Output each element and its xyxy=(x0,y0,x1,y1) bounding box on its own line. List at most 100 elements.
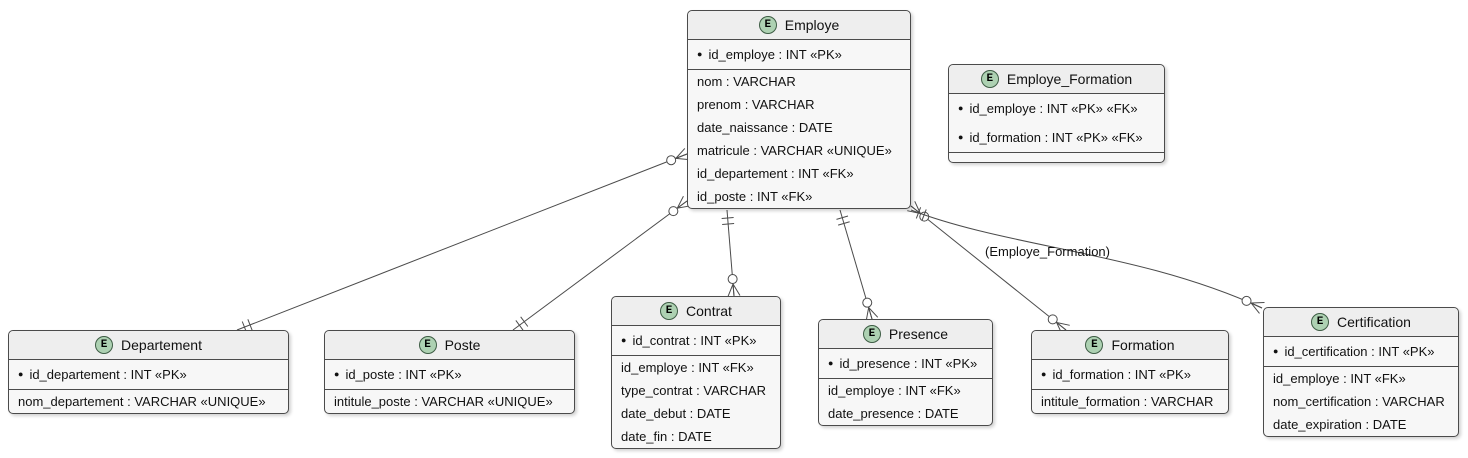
attribute-row: id_employe : INT «FK» xyxy=(1273,371,1406,386)
attribute-row: id_employe : INT «FK» xyxy=(621,360,754,375)
entity-badge-icon: E xyxy=(980,70,999,88)
key-row: ● id_employe : INT «PK» «FK» xyxy=(949,94,1164,123)
entity-key-section: ● id_employe : INT «PK» «FK» ●id_formation… xyxy=(949,94,1164,153)
entity-badge-icon: E xyxy=(862,325,881,343)
cardinality-marker xyxy=(675,153,688,159)
cardinality-marker xyxy=(1056,322,1070,326)
cardinality-marker xyxy=(676,195,684,209)
cardinality-marker xyxy=(915,207,922,219)
cardinality-marker xyxy=(838,221,850,226)
attribute-row: id_employe : INT «FK» xyxy=(828,383,961,398)
cardinality-marker xyxy=(732,283,735,297)
entity-title: Employe_Formation xyxy=(1006,71,1133,87)
pk-bullet-icon: ● xyxy=(18,369,24,379)
zero-circle-icon xyxy=(1241,295,1252,306)
entity-badge-icon: E xyxy=(758,16,777,34)
cardinality-marker xyxy=(865,307,870,321)
cardinality-marker xyxy=(1056,322,1067,331)
zero-circle-icon xyxy=(727,274,738,285)
entity-title: Contrat xyxy=(686,303,732,319)
pk-bullet-icon: ● xyxy=(621,335,627,345)
key-row: ●id_formation : INT «PK» «FK» xyxy=(949,123,1164,152)
attribute-row: prenom : VARCHAR xyxy=(697,97,815,112)
entity-attr-section: id_employe : INT «FK» type_contrat : VARC… xyxy=(612,356,780,448)
pk-bullet-icon: ● xyxy=(958,103,964,113)
cardinality-marker xyxy=(247,319,253,331)
key-attribute-text: id_certification : INT «PK» xyxy=(1284,344,1435,359)
entity-key-section: ● id_employe : INT «PK» xyxy=(688,40,910,70)
entity-certification[interactable]: E Certification ● id_certification : INT «P… xyxy=(1263,307,1459,437)
entity-key-section: ● id_certification : INT «PK» xyxy=(1264,337,1458,367)
entity-attr-section xyxy=(949,153,1164,162)
key-attribute-text: id_presence : INT «PK» xyxy=(839,356,978,371)
entity-departement[interactable]: E Departement ●id_departement : INT «PK» no… xyxy=(8,330,289,414)
relationship-employe-formation xyxy=(910,205,1067,331)
attribute-row: type_contrat : VARCHAR xyxy=(621,383,766,398)
pk-bullet-icon: ● xyxy=(958,132,964,142)
pk-bullet-icon: ● xyxy=(697,49,703,59)
entity-title: Presence xyxy=(888,326,949,342)
cardinality-marker xyxy=(868,307,873,320)
key-row: ●id_presence : INT «PK» xyxy=(819,349,992,378)
relationship-employe-departement xyxy=(236,153,688,331)
entity-employe_formation[interactable]: E Employe_Formation ● id_employe : INT «PK»… xyxy=(948,64,1165,163)
entity-attr-section: id_employe : INT «FK» date_presence : DAT… xyxy=(819,379,992,425)
cardinality-marker xyxy=(675,157,690,161)
entity-badge-icon: E xyxy=(1311,313,1330,331)
key-row: ● id_employe : INT «PK» xyxy=(688,40,910,69)
entity-badge-icon: E xyxy=(418,336,437,354)
key-row: ●id_contrat : INT «PK» xyxy=(612,326,780,355)
attribute-row: date_fin : DATE xyxy=(621,429,712,444)
entity-badge-icon: E xyxy=(95,336,114,354)
entity-title: Certification xyxy=(1337,314,1411,330)
entity-header: E Presence xyxy=(819,320,992,349)
key-attribute-text: id_employe : INT «PK» «FK» xyxy=(969,101,1138,116)
attribute-row: date_expiration : DATE xyxy=(1273,417,1407,432)
entity-key-section: ●id_departement : INT «PK» xyxy=(9,360,288,390)
zero-circle-icon xyxy=(668,206,679,217)
pk-bullet-icon: ● xyxy=(1273,346,1279,356)
key-row: ●id_poste : INT «PK» xyxy=(325,360,574,389)
cardinality-marker xyxy=(677,200,688,209)
entity-key-section: ●id_poste : INT «PK» xyxy=(325,360,574,390)
attribute-row: date_naissance : DATE xyxy=(697,120,833,135)
cardinality-marker xyxy=(515,320,524,331)
zero-circle-icon xyxy=(666,155,677,166)
entity-title: Departement xyxy=(121,337,202,353)
pk-bullet-icon: ● xyxy=(334,369,340,379)
entity-badge-icon: E xyxy=(660,302,679,320)
key-row: ● id_certification : INT «PK» xyxy=(1264,337,1458,366)
zero-circle-icon xyxy=(862,297,873,308)
entity-header: E Departement xyxy=(9,331,288,360)
cardinality-marker xyxy=(732,283,741,296)
zero-circle-icon xyxy=(1047,314,1058,325)
cardinality-marker xyxy=(1250,302,1263,309)
relationship-label: (Employe_Formation) xyxy=(985,244,1110,259)
key-row: ●id_formation : INT «PK» xyxy=(1032,360,1228,389)
attribute-row: intitule_poste : VARCHAR «UNIQUE» xyxy=(334,394,553,409)
cardinality-marker xyxy=(520,316,529,327)
attribute-row: date_presence : DATE xyxy=(828,406,959,421)
cardinality-marker xyxy=(1250,302,1260,314)
cardinality-marker xyxy=(722,222,735,225)
key-attribute-text: id_employe : INT «PK» xyxy=(708,47,842,62)
entity-badge-icon: E xyxy=(1085,336,1104,354)
cardinality-marker xyxy=(727,283,734,297)
cardinality-marker xyxy=(721,216,734,219)
entity-attr-section: id_employe : INT «FK»nom_certification :… xyxy=(1264,367,1458,436)
entity-key-section: ●id_contrat : INT «PK» xyxy=(612,326,780,356)
entity-header: E Certification xyxy=(1264,308,1458,337)
attribute-row: nom_departement : VARCHAR «UNIQUE» xyxy=(18,394,266,409)
entity-attr-section: intitule_poste : VARCHAR «UNIQUE» xyxy=(325,390,574,413)
entity-attr-section: intitule_formation : VARCHAR xyxy=(1032,390,1228,413)
